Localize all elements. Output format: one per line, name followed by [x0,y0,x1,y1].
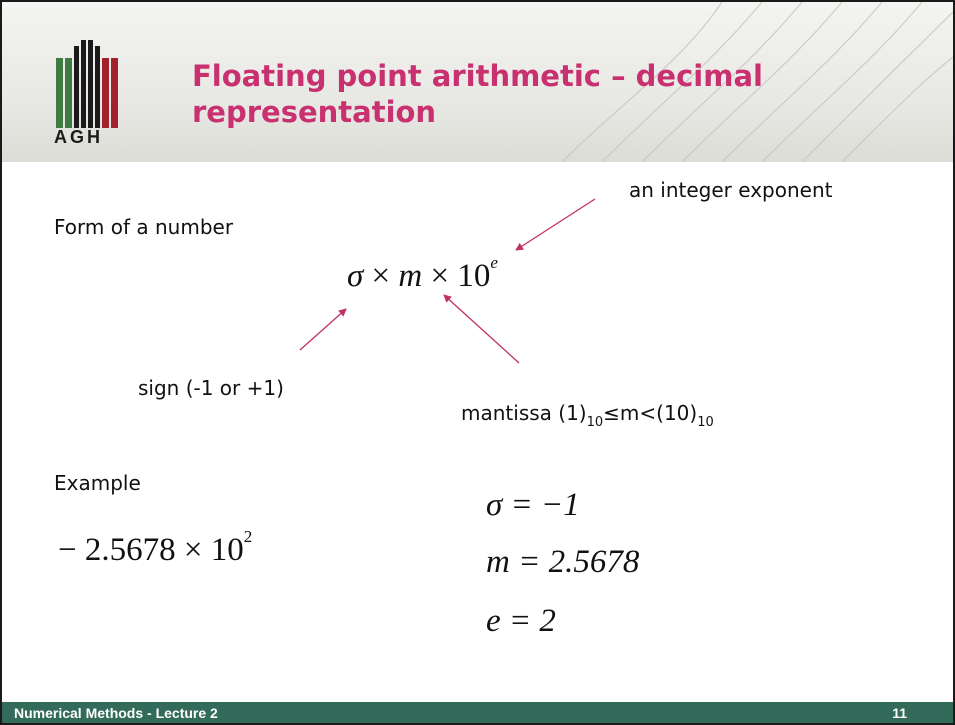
formula-base: 10 [457,258,491,294]
example-number-exponent: 2 [243,527,253,546]
example-sigma-line: σ = −1 [486,487,580,524]
example-label: Example [54,471,141,495]
logo-text: AGH [54,127,103,147]
mantissa-arrow [443,294,520,364]
example-number-mantissa: − 2.5678 × 10 [58,532,244,568]
exponent-arrow [515,198,596,251]
formula-exponent: e [490,253,498,272]
formula-m: m [398,258,423,294]
sign-label: sign (-1 or +1) [138,376,284,400]
footer-course-title: Numerical Methods - Lecture 2 [14,705,218,721]
sign-arrow [299,308,347,351]
example-number: − 2.5678 × 102 [58,528,252,569]
example-m-line: m = 2.5678 [486,544,639,581]
mantissa-label: mantissa (1)10≤m<(10)10 [461,401,714,429]
mantissa-label-middle: ≤m<(10) [603,401,698,425]
slide-title: Floating point arithmetic – decimal repr… [192,59,763,129]
form-label: Form of a number [54,215,234,239]
footer-page-number: 11 [892,705,907,721]
mantissa-label-prefix: mantissa (1) [461,401,587,425]
mantissa-subscript-1: 10 [586,415,604,430]
formula-times-2: × [422,258,458,294]
mantissa-subscript-2: 10 [697,415,714,430]
example-e-line: e = 2 [486,603,556,640]
formula-times-1: × [363,258,399,294]
exponent-label: an integer exponent [629,178,833,202]
example-e-text: e = 2 [486,603,556,639]
agh-logo [56,40,118,128]
example-sigma-text: σ = −1 [486,487,580,523]
example-m-text: m = 2.5678 [486,544,640,580]
slide-footer: Numerical Methods - Lecture 2 11 [2,702,953,723]
formula-sigma: σ [347,258,364,294]
number-form-formula: σ × m × 10e [347,254,498,295]
slide-header [2,2,953,162]
header-decoration [561,2,953,162]
